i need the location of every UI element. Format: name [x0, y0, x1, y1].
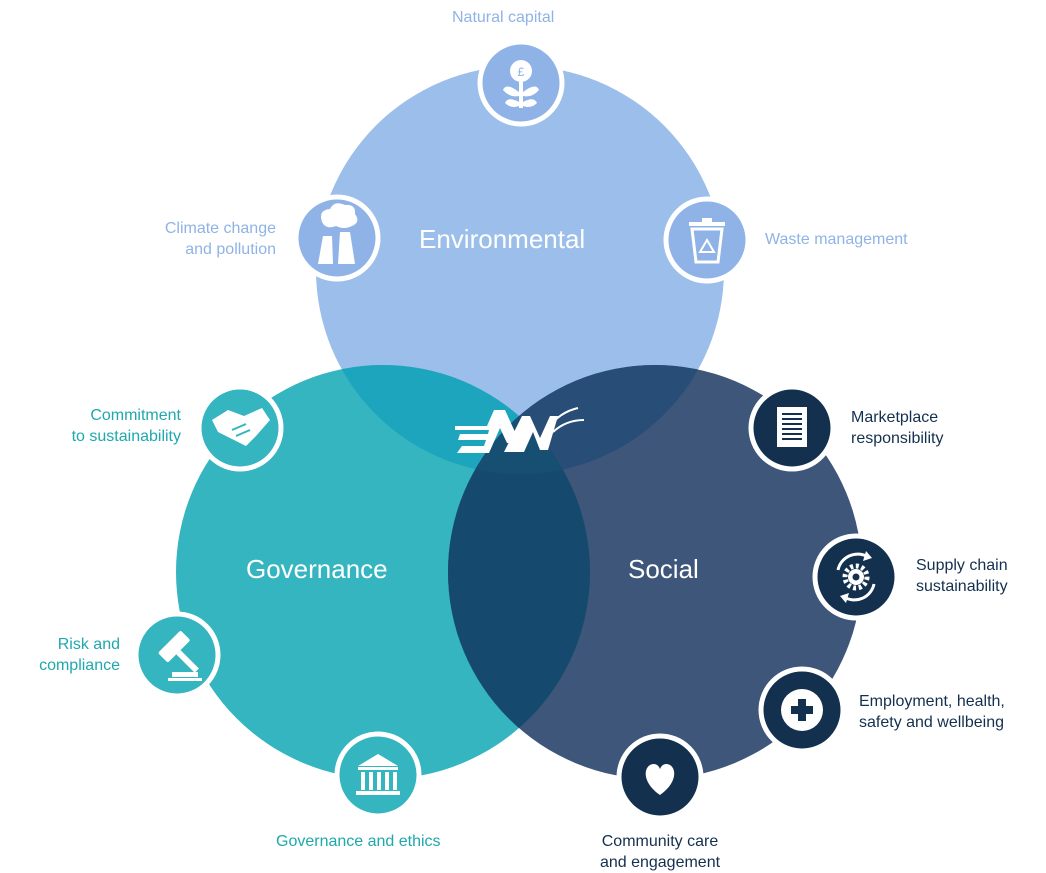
recycle-bin-icon: [663, 196, 751, 284]
plus-icon: [758, 666, 846, 754]
commitment-label: Commitment to sustainability: [71, 407, 181, 445]
svg-text:£: £: [518, 65, 525, 79]
courthouse-icon: [334, 731, 422, 819]
gavel-icon: [133, 611, 221, 699]
document-icon: [748, 384, 836, 472]
employment-label: Employment, health, safety and wellbeing: [859, 693, 1005, 731]
env-soc-overlap: [448, 365, 724, 474]
governance-ethics-label: Governance and ethics: [276, 833, 441, 850]
social-title: Social: [628, 554, 699, 584]
environmental-title: Environmental: [419, 224, 586, 254]
plant-pound-icon: £: [477, 39, 565, 127]
factory-icon: [293, 194, 381, 282]
governance-title: Governance: [246, 554, 388, 584]
natural-capital-label: Natural capital: [452, 9, 555, 26]
grasshopper-logo: [455, 407, 585, 453]
heart-icon: [616, 733, 704, 821]
gear-cycle-icon: [812, 533, 900, 621]
handshake-icon: [196, 384, 284, 472]
marketplace-label: Marketplace responsibility: [851, 409, 944, 447]
env-gov-overlap: [316, 365, 590, 474]
supply-chain-label: Supply chain sustainability: [916, 557, 1008, 595]
waste-management-label: Waste management: [765, 231, 908, 248]
community-label: Community care and engagement: [599, 833, 721, 871]
risk-compliance-label: Risk and compliance: [39, 636, 120, 674]
climate-change-label: Climate change and pollution: [164, 220, 276, 258]
